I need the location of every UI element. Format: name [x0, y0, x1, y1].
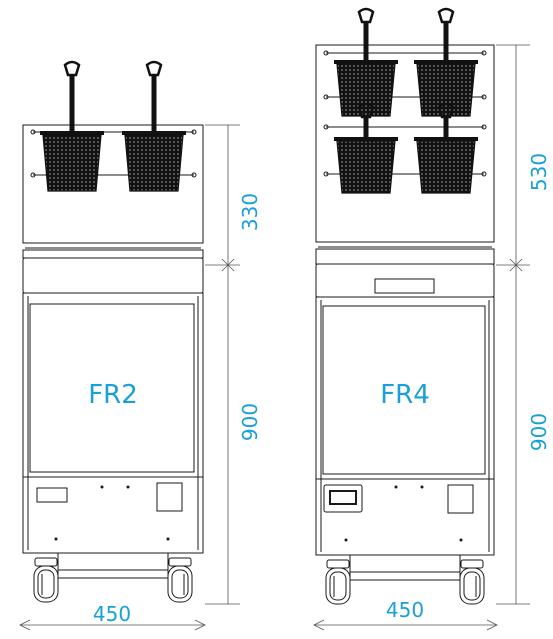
fr4-lower-dimension: 900 [527, 413, 551, 451]
fr2-upper-dimension: 330 [238, 193, 262, 231]
fr4-basket-bottom-right [414, 102, 478, 194]
fr2-data-plate [36, 487, 68, 503]
fr2-side-plate [156, 482, 183, 512]
fr2-unit [22, 124, 204, 603]
fr4-display [374, 278, 435, 294]
fr4-door [322, 305, 486, 475]
fr4-control-box [323, 484, 363, 513]
fr2-caster-left [33, 557, 59, 603]
fr2-basket-right [122, 60, 186, 192]
fr4-basket-top-left [334, 7, 398, 117]
fr4-unit [315, 44, 495, 605]
fr4-basket-bottom-left [334, 102, 398, 194]
fr4-width-dimension: 450 [386, 598, 424, 622]
fr4-caster-left [325, 559, 351, 605]
fr4-cabinet [315, 296, 495, 556]
fr2-door [29, 303, 195, 473]
fr4-caster-right [459, 559, 485, 605]
fr4-model-label: FR4 [380, 380, 430, 410]
fr2-caster-right [167, 557, 193, 603]
fr2-model-label: FR2 [88, 380, 138, 410]
fr2-width-dimension: 450 [93, 602, 131, 626]
fr2-lower-dimension: 900 [238, 403, 262, 441]
fr4-control-panel [315, 263, 495, 298]
fr4-upper-dimension: 530 [527, 153, 551, 191]
dimension-lines [19, 44, 530, 631]
fr4-side-plate [447, 484, 474, 514]
fr4-basket-top-right [414, 7, 478, 117]
fr2-control-panel [22, 257, 204, 294]
fr2-basket-left [40, 60, 104, 192]
fr2-cabinet [22, 292, 204, 554]
